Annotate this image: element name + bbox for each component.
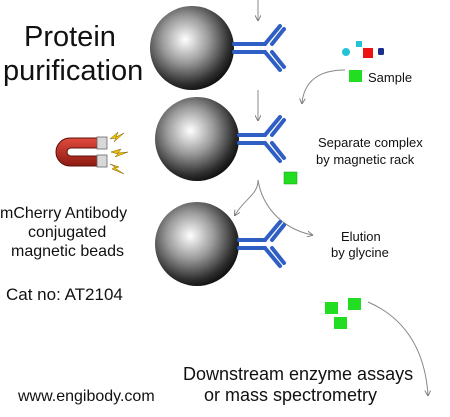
sample-protein-navy-icon: [378, 48, 384, 55]
antibody-icon: [237, 115, 286, 163]
sample-label: Sample: [368, 70, 413, 85]
eluted-protein-icon: [325, 302, 338, 314]
sample-protein-cyan-square-icon: [356, 41, 362, 47]
sample-protein-red-icon: [363, 48, 373, 58]
magnetic-bead-icon: [150, 6, 234, 90]
arrow-step2-to-step3-left: [235, 179, 259, 215]
sample-protein-cyan-icon: [342, 48, 350, 56]
magnet-icon: [55, 136, 108, 168]
catalog-number: Cat no: AT2104: [6, 285, 123, 304]
product-name-line2: conjugated: [28, 224, 107, 241]
arrow-to-downstream: [367, 301, 428, 395]
magnetic-bead-icon: [155, 97, 239, 181]
antibody-icon: [232, 24, 286, 72]
sample-proteins: [342, 41, 384, 82]
downstream-line2: or mass spectrometry: [204, 385, 378, 405]
target-protein-icon: [283, 171, 298, 185]
title-line2: purification: [3, 55, 144, 87]
product-name-line3: magnetic beads: [11, 243, 124, 260]
website-link[interactable]: www.engibody.com: [18, 388, 155, 405]
product-name-line1: mCherry Antibody: [0, 205, 128, 222]
title-line1: Protein: [24, 21, 116, 53]
eluted-protein-icon: [348, 298, 361, 310]
arrow-step2-to-elution: [257, 179, 312, 235]
antibody-icon: [237, 220, 286, 268]
elution-step-line2: by glycine: [331, 245, 389, 260]
eluted-proteins: [325, 298, 361, 329]
eluted-protein-icon: [334, 317, 347, 329]
separate-step-line1: Separate complex: [318, 135, 423, 150]
separate-step-line2: by magnetic rack: [316, 152, 415, 167]
downstream-line1: Downstream enzyme assays: [183, 364, 414, 384]
arrow-sample-to-step2: [302, 69, 346, 103]
magnetic-bead-icon: [155, 202, 239, 286]
sample-protein-green-icon: [349, 70, 362, 82]
elution-step-line1: Elution: [341, 229, 381, 244]
spark-icon: [109, 131, 129, 175]
